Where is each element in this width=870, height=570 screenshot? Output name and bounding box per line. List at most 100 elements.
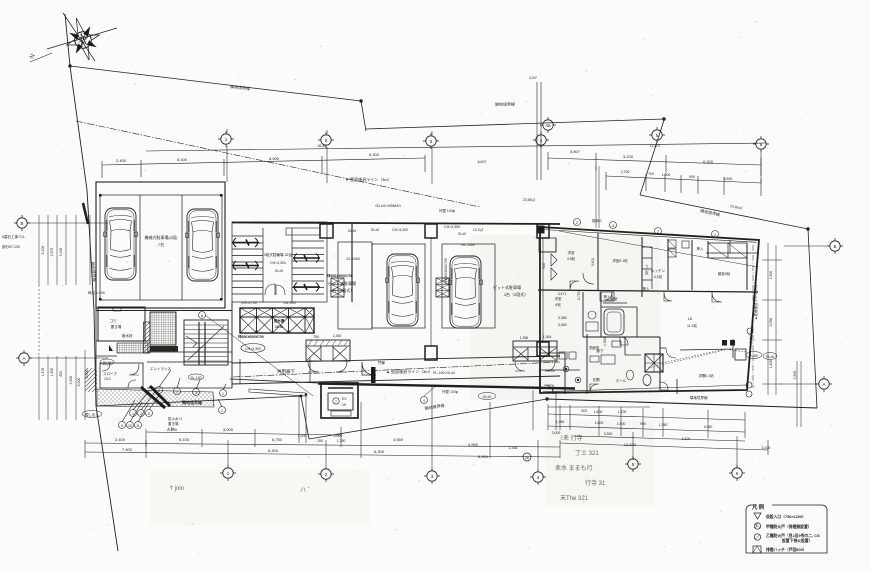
- svg-text:1,800: 1,800: [595, 421, 604, 425]
- svg-text:12,600: 12,600: [624, 442, 637, 447]
- svg-text:テラス: テラス: [748, 333, 753, 344]
- svg-text:1,356: 1,356: [509, 446, 518, 450]
- svg-text:6,607: 6,607: [478, 160, 487, 164]
- svg-text:4: 4: [612, 224, 614, 228]
- svg-text:1: 1: [225, 137, 228, 142]
- svg-text:6,300: 6,300: [682, 437, 691, 441]
- svg-text:1,500: 1,500: [617, 422, 626, 426]
- svg-text:3,200: 3,200: [623, 154, 634, 159]
- svg-text:2,700: 2,700: [621, 170, 630, 174]
- svg-text:洋室: 洋室: [568, 250, 576, 255]
- svg-text:2,050: 2,050: [769, 318, 773, 327]
- svg-text:CH=3,350: CH=3,350: [444, 225, 460, 229]
- svg-text:23,85㎡: 23,85㎡: [730, 203, 744, 211]
- svg-text:N: N: [29, 53, 36, 59]
- svg-text:換気G: 換気G: [592, 218, 602, 223]
- svg-text:甲種防火戸（排煙兼設置）: 甲種防火戸（排煙兼設置）: [766, 524, 812, 529]
- svg-text:坪600X600X700: 坪600X600X700: [327, 273, 353, 278]
- svg-text:機械式駐車場(2段): 機械式駐車場(2段): [145, 234, 179, 240]
- svg-text:隣地境界線: 隣地境界線: [230, 83, 251, 91]
- svg-text:隣地境界線: 隣地境界線: [424, 402, 445, 411]
- svg-text:洋室6.1帖: 洋室6.1帖: [612, 258, 628, 263]
- svg-text:SL-100: SL-100: [190, 376, 201, 380]
- svg-text:4b: 4b: [525, 456, 529, 460]
- svg-text:4台（2段式）: 4台（2段式）: [330, 287, 354, 293]
- svg-text:2,400: 2,400: [116, 158, 127, 163]
- svg-text:坪600X600X700: 坪600X600X700: [238, 334, 264, 339]
- svg-text:900: 900: [542, 263, 546, 269]
- svg-text:置き場: 置き場: [111, 324, 122, 329]
- svg-text:排煙ハッチ（戸回600）: 排煙ハッチ（戸回600）: [766, 547, 807, 552]
- svg-text:4,550: 4,550: [393, 437, 404, 442]
- svg-text:4a: 4a: [545, 123, 551, 128]
- svg-text:廊下: 廊下: [597, 348, 605, 353]
- svg-text:ハ ゛: ハ ゛: [300, 487, 314, 494]
- svg-text:1: 1: [132, 412, 134, 416]
- svg-text:11.1帖: 11.1帖: [687, 323, 698, 328]
- svg-text:1/12: 1/12: [104, 377, 111, 381]
- svg-text:GL±0=KBM±0: GL±0=KBM±0: [375, 203, 401, 208]
- svg-text:EV: EV: [342, 397, 347, 401]
- svg-text:2: 2: [140, 412, 142, 416]
- svg-text:1,364: 1,364: [543, 335, 552, 339]
- svg-text:2: 2: [576, 221, 578, 225]
- svg-text:2: 2: [325, 472, 328, 477]
- svg-text:3: 3: [195, 391, 197, 395]
- svg-text:1,200: 1,200: [618, 410, 627, 414]
- svg-text:1,350: 1,350: [333, 334, 342, 338]
- svg-text:5: 5: [656, 133, 659, 138]
- svg-text:1,750: 1,750: [337, 439, 346, 443]
- svg-text:900: 900: [640, 422, 646, 426]
- svg-text:1,800: 1,800: [594, 410, 603, 414]
- svg-text:900: 900: [689, 175, 695, 179]
- svg-text:3,000: 3,000: [552, 431, 561, 435]
- svg-text:1,400: 1,400: [50, 368, 54, 377]
- svg-text:6,300: 6,300: [478, 454, 489, 459]
- svg-text:2,400: 2,400: [69, 376, 73, 385]
- svg-text:1.5t: 1.5t: [168, 427, 174, 431]
- svg-text:1,800: 1,800: [662, 173, 671, 177]
- svg-text:4,060: 4,060: [704, 425, 713, 429]
- svg-text:4.5帖: 4.5帖: [567, 256, 576, 261]
- svg-text:1,500: 1,500: [793, 371, 797, 380]
- svg-text:GL-1000: GL-1000: [346, 257, 360, 261]
- svg-text:303: 303: [581, 409, 587, 413]
- svg-text:A: A: [22, 356, 25, 361]
- svg-text:5: 5: [632, 462, 635, 467]
- svg-text:23,85㎡: 23,85㎡: [523, 197, 536, 202]
- svg-text:受水槽: 受水槽: [274, 318, 285, 323]
- svg-text:PL-100=GL±0: PL-100=GL±0: [433, 371, 455, 375]
- svg-text:2: 2: [325, 138, 328, 143]
- svg-text:26,40: 26,40: [318, 144, 327, 148]
- svg-text:行寺 31: 行寺 31: [585, 479, 606, 487]
- svg-text:7,500: 7,500: [122, 447, 133, 452]
- svg-text:ピット式駐車場: ピット式駐車場: [328, 280, 356, 286]
- svg-text:寝室6帖: 寝室6帖: [718, 271, 731, 276]
- svg-text:玄関: 玄関: [593, 377, 601, 382]
- svg-text:CH=3,300: CH=3,300: [392, 228, 408, 232]
- svg-text:丁土 321: 丁土 321: [575, 449, 599, 457]
- svg-text:12,407: 12,407: [650, 144, 661, 148]
- svg-text:2,000: 2,000: [77, 378, 81, 387]
- svg-text:+100: +100: [750, 354, 758, 358]
- svg-text:4.1帖: 4.1帖: [654, 274, 663, 279]
- svg-text:6,300: 6,300: [374, 449, 385, 454]
- svg-text:設置下排火設置）: 設置下排火設置）: [782, 538, 812, 543]
- svg-text:押入: 押入: [604, 294, 612, 299]
- svg-text:GL±0: GL±0: [275, 269, 284, 273]
- svg-text:7: 7: [176, 390, 178, 394]
- svg-text:末The 321: 末The 321: [560, 494, 589, 502]
- svg-text:3,100: 3,100: [59, 248, 63, 257]
- svg-text:10.5t: 10.5t: [275, 325, 284, 329]
- svg-text:ｸﾛｾﾞｯﾄ: ｸﾛｾﾞｯﾄ: [644, 265, 649, 276]
- svg-text:押入: 押入: [697, 246, 705, 251]
- svg-text:▼ 壁面後退ライン（3m）: ▼ 壁面後退ライン（3m）: [345, 176, 392, 182]
- svg-text:1,400: 1,400: [769, 360, 773, 369]
- svg-text:3,401: 3,401: [591, 258, 595, 267]
- svg-text:部分57-100: 部分57-100: [2, 244, 20, 249]
- svg-text:外壁 100φ: 外壁 100φ: [439, 208, 456, 213]
- svg-text:10: 10: [128, 424, 132, 428]
- svg-text:3,060: 3,060: [558, 323, 567, 327]
- svg-text:洋間6.1帖: 洋間6.1帖: [698, 373, 714, 378]
- svg-text:6帖: 6帖: [555, 302, 561, 307]
